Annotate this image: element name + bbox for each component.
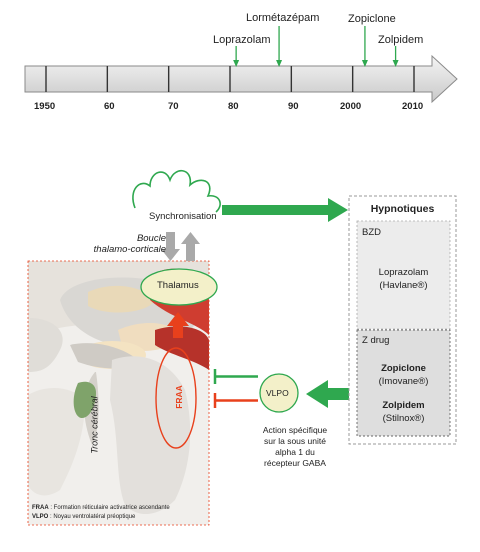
tick-label-1950: 1950 [34,101,56,112]
timeline-drug-lormetazepam: Lormétazépam [246,12,320,24]
thalamus-label: Thalamus [157,280,199,291]
gray-up-arrow [181,232,200,261]
timeline-drug-zopiclone: Zopiclone [348,13,396,25]
bzd-brand: (Havlane®) [379,280,428,291]
timeline-drug-zolpidem: Zolpidem [378,34,424,46]
drug-arrow-head-3 [392,60,399,67]
bzd-label: BZD [362,227,381,238]
tick-label-2010: 2010 [402,101,424,112]
timeline-drug-arrows [233,26,399,67]
synchronisation-label: Synchronisation [149,211,217,222]
tronc-cerebral-label: Tronc cérébral [89,396,100,454]
fraa-label: FRAA [173,385,184,409]
cortex-squiggle [132,170,221,213]
sync-to-hypnotiques-arrow [222,198,348,222]
green-inhibition [213,369,258,384]
tick-label-90: 90 [288,101,299,112]
zolpidem-brand: (Stilnox®) [382,413,425,424]
zdrug-label: Z drug [362,335,390,346]
fraa-node [155,347,197,449]
timeline-drug-loprazolam: Loprazolam [213,34,271,46]
thalamus-node [140,268,218,306]
tick-label-70: 70 [168,101,179,112]
zdrug-to-vlpo-arrow [306,380,350,408]
legend-vlpo-def: : Noyau ventrolatéral préoptique [48,514,136,520]
action-label: Action spécifique sur la sous unité alph… [262,425,328,469]
vlpo-label: VLPO [266,388,289,398]
zolpidem-drug: Zolpidem [382,400,425,411]
fraa-to-thalamus-arrow [167,312,189,338]
red-inhibition [213,393,258,408]
hypnotiques-title: Hypnotiques [370,203,435,215]
tick-label-80: 80 [228,101,239,112]
legend-fraa-abbr: FRAA [32,505,49,511]
legend-fraa-def: : Formation réticulaire activatrice asce… [48,505,170,511]
boucle-label: Boucle thalamo-corticale [93,233,166,256]
drug-arrow-head-1 [276,60,283,67]
zopiclone-brand: (Imovane®) [378,376,429,387]
legend-vlpo-abbr: VLPO [32,514,49,520]
timeline-arrow [24,54,458,104]
drug-arrow-head-2 [361,60,368,67]
legend-fraa: FRAA : Formation réticulaire activatrice… [32,505,170,511]
zdrug-box [356,329,451,437]
tick-label-60: 60 [104,101,115,112]
timeline-ticks [45,66,415,92]
vlpo-node [259,373,299,413]
gray-down-arrow [161,232,180,261]
bzd-box [356,220,451,330]
tick-label-2000: 2000 [340,101,362,112]
bzd-drug: Loprazolam [378,267,429,278]
zopiclone-drug: Zopiclone [381,363,426,374]
drug-arrow-head-0 [233,60,240,67]
legend-vlpo: VLPO : Noyau ventrolatéral préoptique [32,514,135,520]
